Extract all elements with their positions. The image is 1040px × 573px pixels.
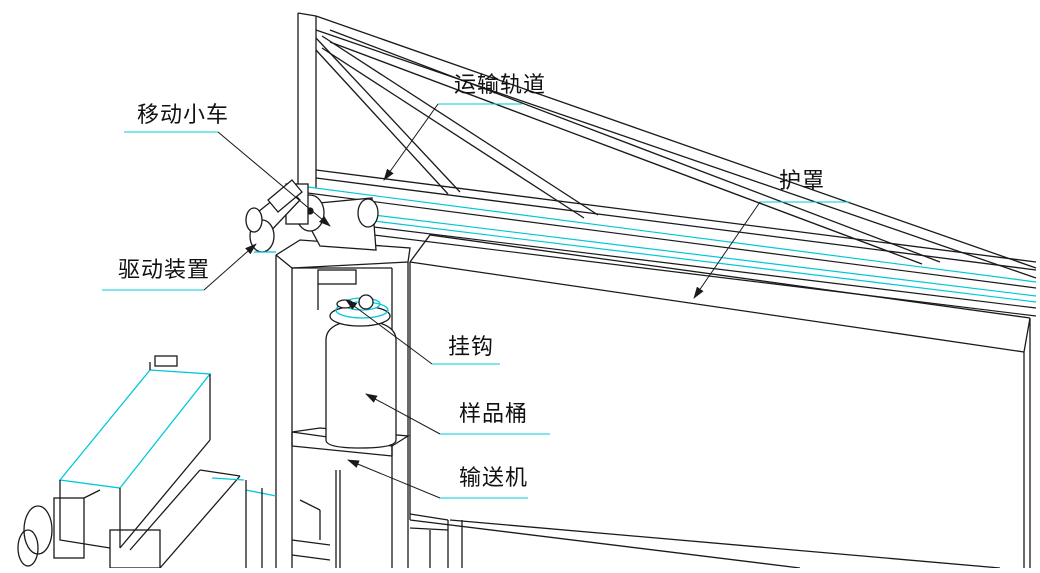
- label-conveyor: 输送机: [459, 466, 529, 491]
- leader-lines: [102, 103, 850, 499]
- sample-bucket: [325, 294, 397, 449]
- cover-panel: [409, 234, 1031, 569]
- label-sample-bucket: 样品桶: [459, 402, 529, 427]
- drive-device: [245, 179, 303, 253]
- moving-cart: [285, 183, 379, 251]
- truss-frame: [297, 12, 1037, 279]
- label-moving-cart: 移动小车: [137, 103, 230, 128]
- label-drive-device: 驱动装置: [118, 258, 211, 283]
- left-machinery: [17, 355, 277, 569]
- label-transport-track: 运输轨道: [454, 73, 547, 98]
- label-hook: 挂钩: [448, 335, 495, 360]
- transport-track-rails: [299, 169, 1037, 317]
- label-cover: 护罩: [779, 169, 826, 194]
